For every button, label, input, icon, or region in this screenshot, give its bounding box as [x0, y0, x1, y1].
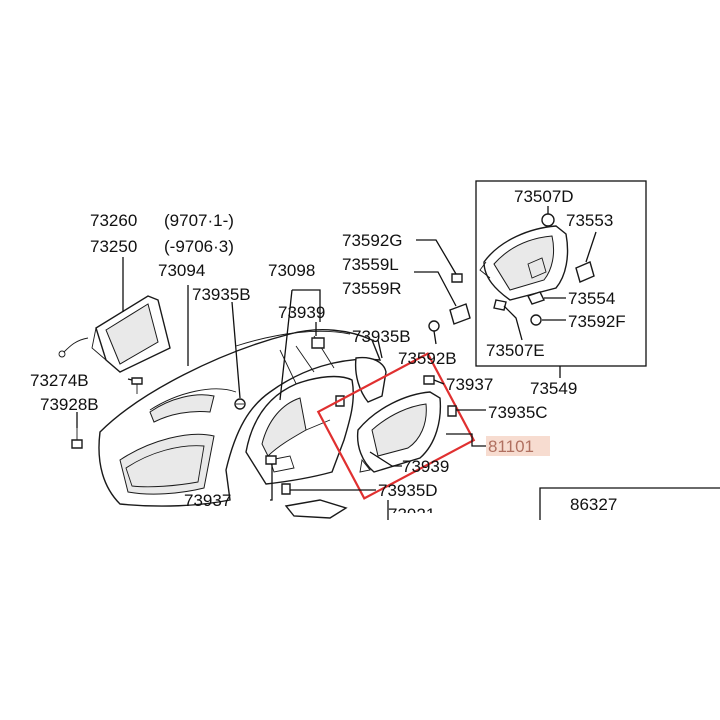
label-73250-note: (-9706·3)	[164, 237, 234, 256]
label-73937-lower: 73937	[184, 491, 231, 510]
screw-73935c-part	[447, 405, 457, 417]
instrument-panel-part	[98, 329, 382, 507]
label-73094: 73094	[158, 261, 205, 280]
lower-bracket-part	[284, 499, 348, 519]
clip-73939-upper-part	[311, 337, 325, 349]
screw-73937-lower-part	[265, 455, 277, 465]
side-panel-part	[354, 356, 387, 403]
hinge-73559-part	[449, 303, 471, 325]
highlight-label-bg	[486, 436, 550, 456]
label-73935c: 73935C	[488, 403, 548, 422]
detail-box-73549	[475, 180, 647, 367]
screw-73592b-part	[428, 320, 440, 332]
latch-73553-part	[575, 261, 595, 283]
label-73554: 73554	[568, 289, 615, 308]
detail-box-86327	[539, 487, 720, 520]
glove-box-part	[356, 391, 442, 473]
label-73939-upper: 73939	[278, 303, 325, 322]
label-73592b: 73592B	[398, 349, 457, 368]
label-73939-lower: 73939	[402, 457, 449, 476]
airbag-module-part	[58, 295, 171, 373]
label-73937-upper: 73937	[446, 375, 493, 394]
label-73935d: 73935D	[378, 481, 438, 500]
label-73250: 73250	[90, 237, 137, 256]
glove-box-lid-part	[479, 225, 569, 301]
bolt-73274b-part	[131, 377, 143, 394]
label-73928b: 73928B	[40, 395, 99, 414]
label-73507d: 73507D	[514, 187, 574, 206]
bolt-73928b-part	[71, 428, 83, 449]
label-73260: 73260	[90, 211, 137, 230]
label-73549: 73549	[530, 379, 577, 398]
label-73559l: 73559L	[342, 255, 399, 274]
cap-73507d-part	[541, 213, 555, 227]
striker-73554-part	[527, 291, 545, 305]
screw-73592f-part	[530, 314, 542, 326]
label-73260-note: (9707·1-)	[164, 211, 234, 230]
label-73098: 73098	[268, 261, 315, 280]
part-labels: 73260 (9707·1-) 73250 (-9706·3) 73094 73…	[30, 187, 626, 524]
label-73559r: 73559R	[342, 279, 402, 298]
label-73935b-left: 73935B	[192, 285, 251, 304]
screw-73937-upper-part	[423, 375, 435, 385]
highlight-box	[316, 352, 476, 500]
label-86327: 86327	[570, 495, 617, 514]
label-73507e: 73507E	[486, 341, 545, 360]
clip-73507e-part	[493, 299, 507, 311]
screw-73592g-part	[451, 273, 463, 283]
label-73935b-right: 73935B	[352, 327, 411, 346]
label-73553: 73553	[566, 211, 613, 230]
label-73274b: 73274B	[30, 371, 89, 390]
label-73592f: 73592F	[568, 312, 626, 331]
label-81101: 81101	[488, 437, 534, 456]
screw-73935d-part	[281, 483, 291, 495]
label-73921: 73921	[388, 505, 435, 524]
label-73592g: 73592G	[342, 231, 403, 250]
screw-73935b-left-part	[234, 398, 246, 410]
